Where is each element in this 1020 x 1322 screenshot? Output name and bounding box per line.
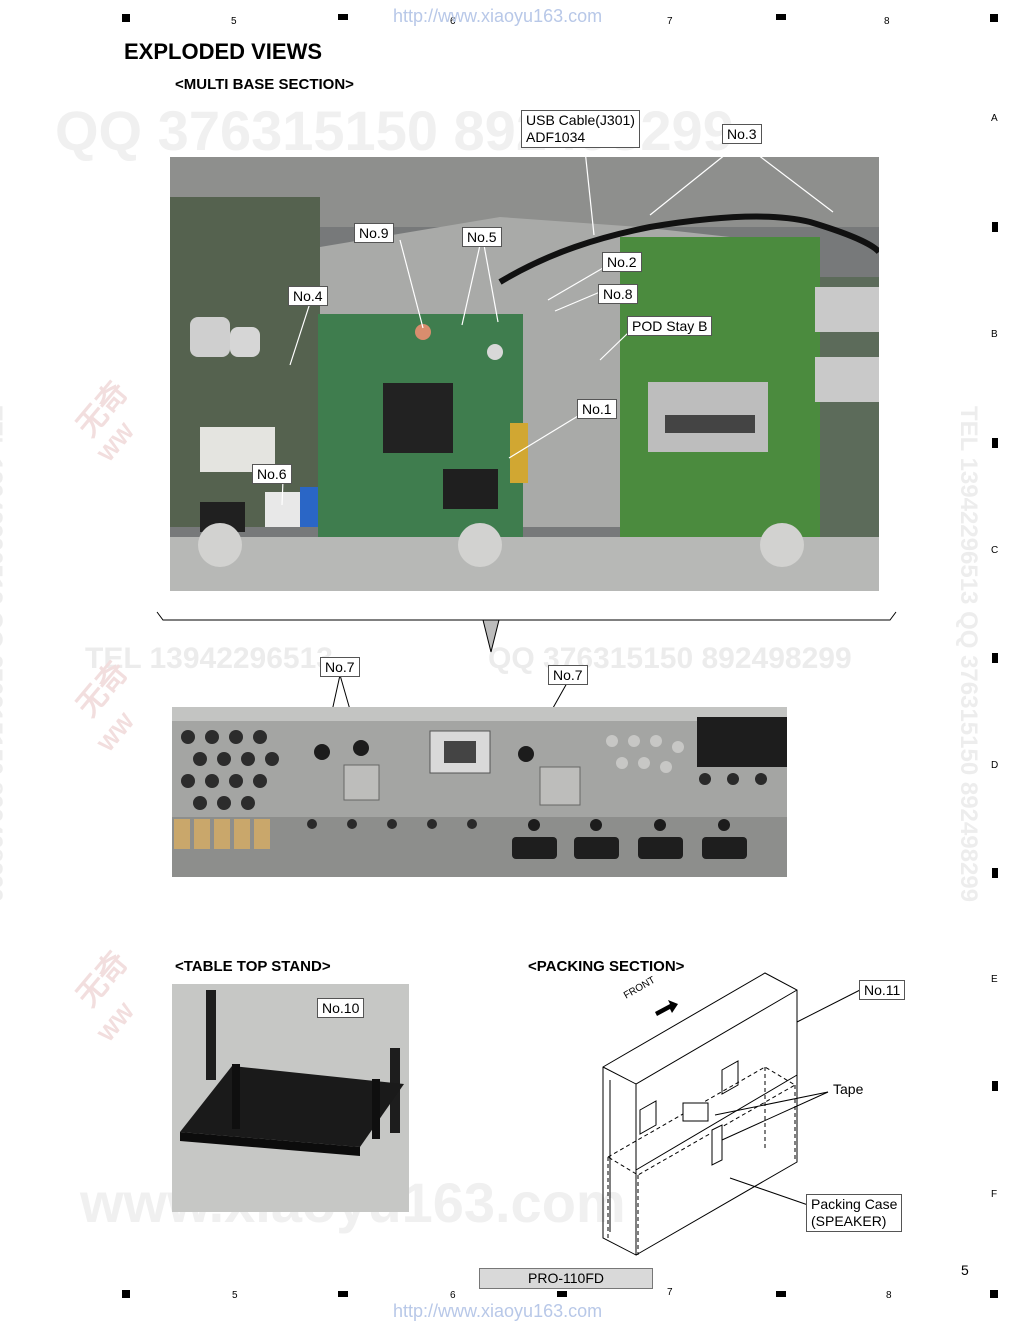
callout-usb-cable: USB Cable(J301) ADF1034 xyxy=(521,110,640,148)
callout-no11: No.11 xyxy=(859,980,906,1000)
registration-mark xyxy=(776,1291,786,1297)
column-number-6-bottom: 6 xyxy=(450,1290,456,1301)
multi-base-photo xyxy=(170,157,879,591)
callout-no7-left: No.7 xyxy=(320,657,360,677)
callout-no1: No.1 xyxy=(577,399,617,419)
column-number-5-bottom: 5 xyxy=(232,1290,238,1301)
watermark-side-left: TEL 13942296513 QQ 376315150 892498299 xyxy=(0,406,7,902)
callout-no4: No.4 xyxy=(288,286,328,306)
watermark-chinese-1: 无奇 xyxy=(70,375,135,443)
registration-mark xyxy=(992,222,998,232)
callout-no9: No.9 xyxy=(354,223,394,243)
watermark-ww-2: WW xyxy=(93,708,140,757)
row-letter-f: F xyxy=(991,1189,998,1200)
column-number-6: 6 xyxy=(450,16,456,27)
registration-mark xyxy=(992,868,998,878)
callout-packing-case: Packing Case (SPEAKER) xyxy=(806,1194,903,1232)
watermark-side-right: TEL 13942296513 QQ 376315150 892498299 xyxy=(954,406,982,902)
row-letter-d: D xyxy=(991,760,999,771)
watermark-chinese-3: 无奇 xyxy=(70,945,135,1013)
watermark-url-bottom: http://www.xiaoyu163.com xyxy=(393,1301,603,1321)
watermark-tel-mid: TEL 13942296513 xyxy=(85,642,333,675)
page-number: 5 xyxy=(961,1262,969,1278)
row-letter-e: E xyxy=(991,974,998,985)
watermark-qq-mid: QQ 376315150 892498299 xyxy=(488,642,852,675)
registration-mark xyxy=(776,14,786,20)
registration-mark xyxy=(122,1290,130,1298)
registration-mark xyxy=(992,653,998,663)
row-letter-c: C xyxy=(991,545,999,556)
row-letter-b: B xyxy=(991,329,998,340)
column-number-7: 7 xyxy=(667,16,673,27)
column-number-8-bottom: 8 xyxy=(886,1290,892,1301)
rear-panel-photo xyxy=(172,707,787,877)
registration-mark xyxy=(992,438,998,448)
model-number-box: PRO-110FD xyxy=(479,1268,653,1289)
registration-mark xyxy=(338,1291,348,1297)
section-title-table-top-stand: <TABLE TOP STAND> xyxy=(175,958,331,975)
callout-no6: No.6 xyxy=(252,464,292,484)
page-title: EXPLODED VIEWS xyxy=(124,39,323,64)
column-number-8: 8 xyxy=(884,16,890,27)
registration-mark xyxy=(990,14,998,22)
watermark-chinese-2: 无奇 xyxy=(70,655,135,723)
registration-mark xyxy=(557,1291,567,1297)
registration-mark xyxy=(338,14,348,20)
callout-no2: No.2 xyxy=(602,252,642,272)
label-tape: Tape xyxy=(833,1081,864,1097)
row-letter-a: A xyxy=(991,113,998,124)
section-title-multi-base: <MULTI BASE SECTION> xyxy=(175,76,354,93)
callout-no5: No.5 xyxy=(462,227,502,247)
table-top-stand-photo xyxy=(172,984,409,1212)
section-title-packing: <PACKING SECTION> xyxy=(528,958,685,975)
registration-mark xyxy=(992,1081,998,1091)
watermark-ww-3: WW xyxy=(93,998,140,1047)
front-direction-label: FRONT xyxy=(622,974,658,1002)
callout-no8: No.8 xyxy=(598,284,638,304)
callout-no10: No.10 xyxy=(317,998,365,1018)
registration-mark xyxy=(122,14,130,22)
column-number-7-bottom: 7 xyxy=(667,1287,673,1298)
watermark-ww-1: WW xyxy=(93,418,140,467)
column-number-5: 5 xyxy=(231,16,237,27)
watermark-url-top: http://www.xiaoyu163.com xyxy=(393,6,603,26)
callout-no3: No.3 xyxy=(722,124,762,144)
callout-pod-stay-b: POD Stay B xyxy=(627,316,713,336)
registration-mark xyxy=(990,1290,998,1298)
callout-no7-right: No.7 xyxy=(548,665,588,685)
